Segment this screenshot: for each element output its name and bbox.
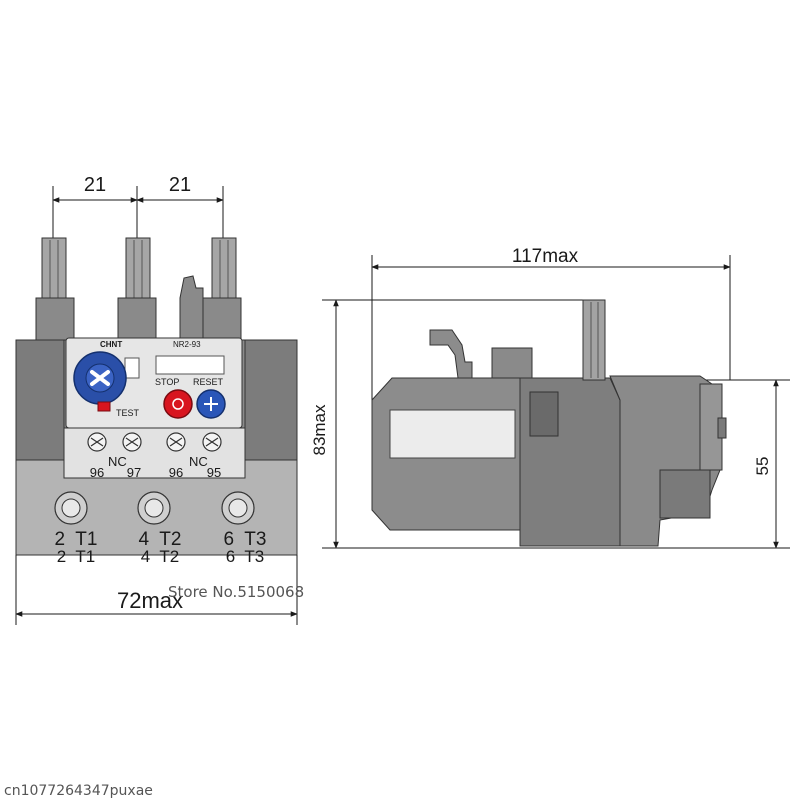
reset-label: RESET: [193, 377, 224, 387]
height-dim-label: 83max: [310, 404, 329, 456]
main-terminal-3-inner: [228, 498, 248, 518]
test-button[interactable]: [97, 401, 111, 412]
side-window: [389, 409, 516, 459]
aux-terminal-label-4: 95: [207, 465, 221, 480]
post-block-3: [202, 297, 242, 343]
main-terminal-ghost-label-3: 6 T3: [226, 547, 264, 566]
test-label: TEST: [116, 408, 140, 418]
display-window: [155, 355, 225, 375]
terminal-posts: [41, 237, 237, 301]
test-indicator-window: [124, 357, 140, 379]
aux-terminal-label-3: 96: [169, 465, 183, 480]
reset-cross-icon: [204, 397, 218, 411]
aux-terminal-label-1: 96: [90, 465, 104, 480]
aux-screw-3-slot: [169, 437, 183, 447]
stop-button[interactable]: [163, 389, 193, 419]
main-terminal-label-3: 6 T3: [224, 529, 267, 550]
top-dim-left-label: 21: [84, 174, 106, 196]
nc-label-left: NC: [108, 454, 127, 469]
reset-lever-top: [179, 275, 204, 343]
nc-label-right: NC: [189, 454, 208, 469]
side-terminal-block: [659, 469, 711, 519]
dial-cross-icon: [90, 370, 110, 386]
main-terminal-ghost-label-2: 4 T2: [141, 547, 179, 566]
user-watermark: cn1077264347puxae: [4, 783, 153, 799]
brand-label: CHNT: [100, 340, 122, 349]
main-terminal-label-1: 2 T1: [55, 529, 98, 550]
aux-screw-1-slot: [90, 437, 104, 447]
side-slot: [529, 391, 559, 437]
top-dim-right-label: 21: [169, 174, 191, 196]
side-top-block: [491, 347, 533, 379]
main-terminal-2-inner: [144, 498, 164, 518]
aux-screws: [87, 432, 222, 452]
aux-screw-4-slot: [205, 437, 219, 447]
side-front-knob: [717, 417, 727, 439]
partial-dim-label: 55: [753, 457, 772, 476]
post-block-1: [35, 297, 75, 343]
aux-screw-2-slot: [125, 437, 139, 447]
side-view: 117max 83max 55: [310, 246, 790, 549]
terminal-post-2: [125, 237, 151, 301]
front-view: 21 21 CHNT NR2-93: [15, 174, 298, 625]
main-terminals: [54, 491, 255, 525]
terminal-post-1: [41, 237, 67, 301]
terminal-post-3: [211, 237, 237, 301]
main-terminal-1-inner: [61, 498, 81, 518]
upper-housing: [35, 275, 242, 343]
length-dim-label: 117max: [512, 246, 579, 267]
stop-button-center: [172, 398, 184, 410]
aux-terminal-label-2: 97: [127, 465, 141, 480]
model-label: NR2-93: [173, 340, 201, 349]
side-mount-hook: [429, 329, 473, 379]
main-terminal-label-2: 4 T2: [139, 529, 182, 550]
post-block-2: [117, 297, 157, 343]
stop-label: STOP: [155, 377, 179, 387]
store-watermark: Store No.5150068: [168, 583, 304, 601]
width-dim-label: 72max: [117, 588, 183, 613]
side-terminal-post: [582, 299, 606, 381]
main-terminal-ghost-label-1: 2 T1: [57, 547, 95, 566]
